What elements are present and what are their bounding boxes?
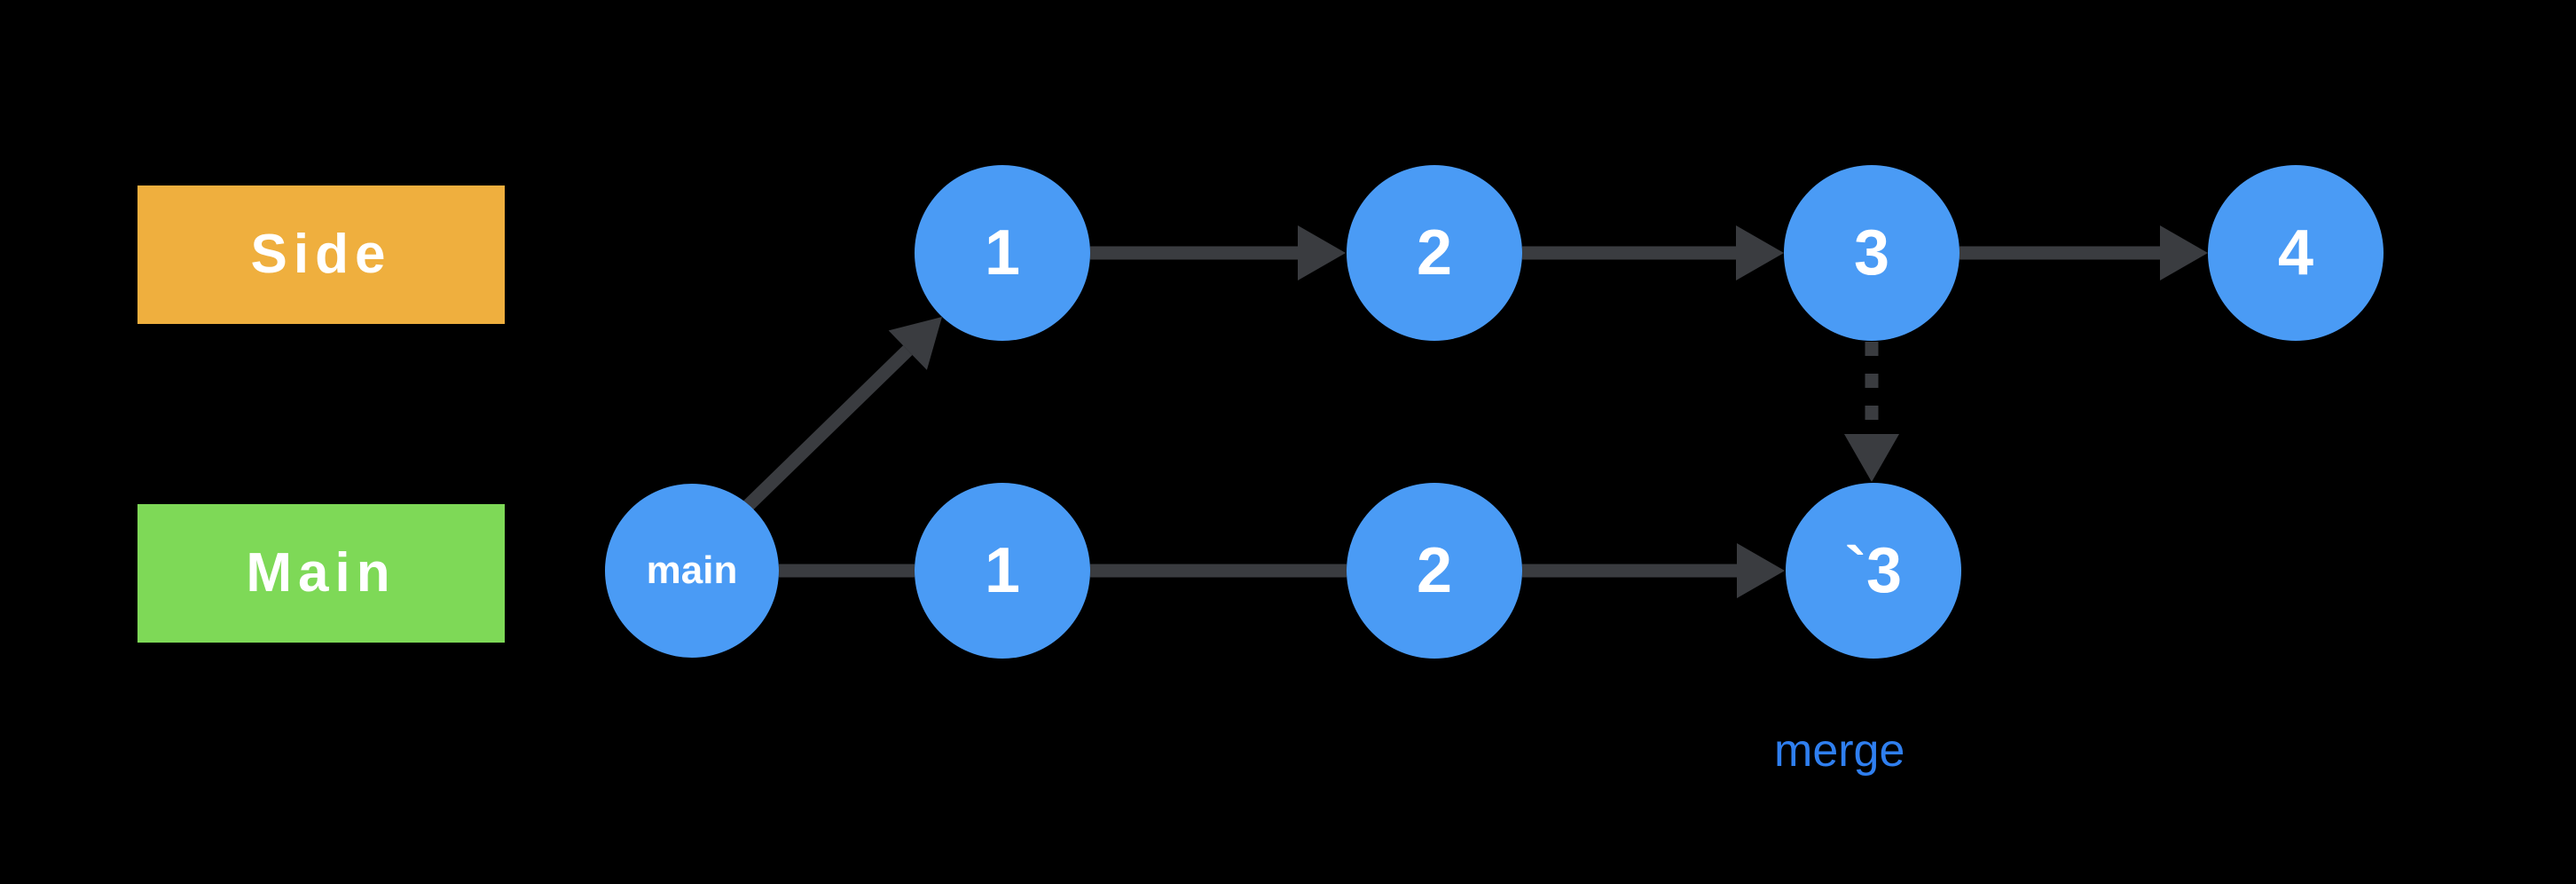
- edge-side-2-to-side-3-arrowhead: [1736, 225, 1784, 280]
- lane-label-main: Main: [246, 542, 397, 604]
- commit-node-side-2[interactable]: 2: [1347, 165, 1522, 341]
- edge-main-root-to-side-1-line: [742, 345, 913, 511]
- edge-main-root-to-side-1-arrowhead: [888, 317, 942, 370]
- commit-node-label-side-2: 2: [1416, 217, 1453, 288]
- commit-node-label-main-1: 1: [984, 535, 1021, 606]
- lane-box-side[interactable]: Side: [137, 185, 505, 324]
- commit-node-side-4[interactable]: 4: [2208, 165, 2384, 341]
- commit-node-side-1[interactable]: 1: [915, 165, 1090, 341]
- edge-side-1-to-side-2-arrowhead: [1298, 225, 1346, 280]
- edge-main-2-to-merge-arrowhead: [1737, 543, 1785, 598]
- commit-node-main-2[interactable]: 2: [1347, 483, 1522, 659]
- commit-node-label-side-4: 4: [2277, 217, 2314, 288]
- commit-node-label-side-1: 1: [984, 217, 1021, 288]
- commit-node-label-main-root: main: [646, 549, 738, 592]
- commit-node-label-main-2: 2: [1416, 535, 1453, 606]
- commit-node-label-main-3: `3: [1844, 535, 1903, 606]
- merge-label: merge: [1774, 725, 1905, 777]
- edge-side-3-to-merge-arrowhead: [1844, 434, 1899, 482]
- commit-node-label-side-3: 3: [1853, 217, 1890, 288]
- commit-node-side-3[interactable]: 3: [1784, 165, 1959, 341]
- commit-node-main-root[interactable]: main: [605, 484, 779, 658]
- commit-node-main-3[interactable]: `3: [1786, 483, 1961, 659]
- lane-label-side: Side: [250, 224, 392, 285]
- edge-side-3-to-side-4-arrowhead: [2160, 225, 2208, 280]
- lane-box-main[interactable]: Main: [137, 504, 505, 643]
- commit-node-main-1[interactable]: 1: [915, 483, 1090, 659]
